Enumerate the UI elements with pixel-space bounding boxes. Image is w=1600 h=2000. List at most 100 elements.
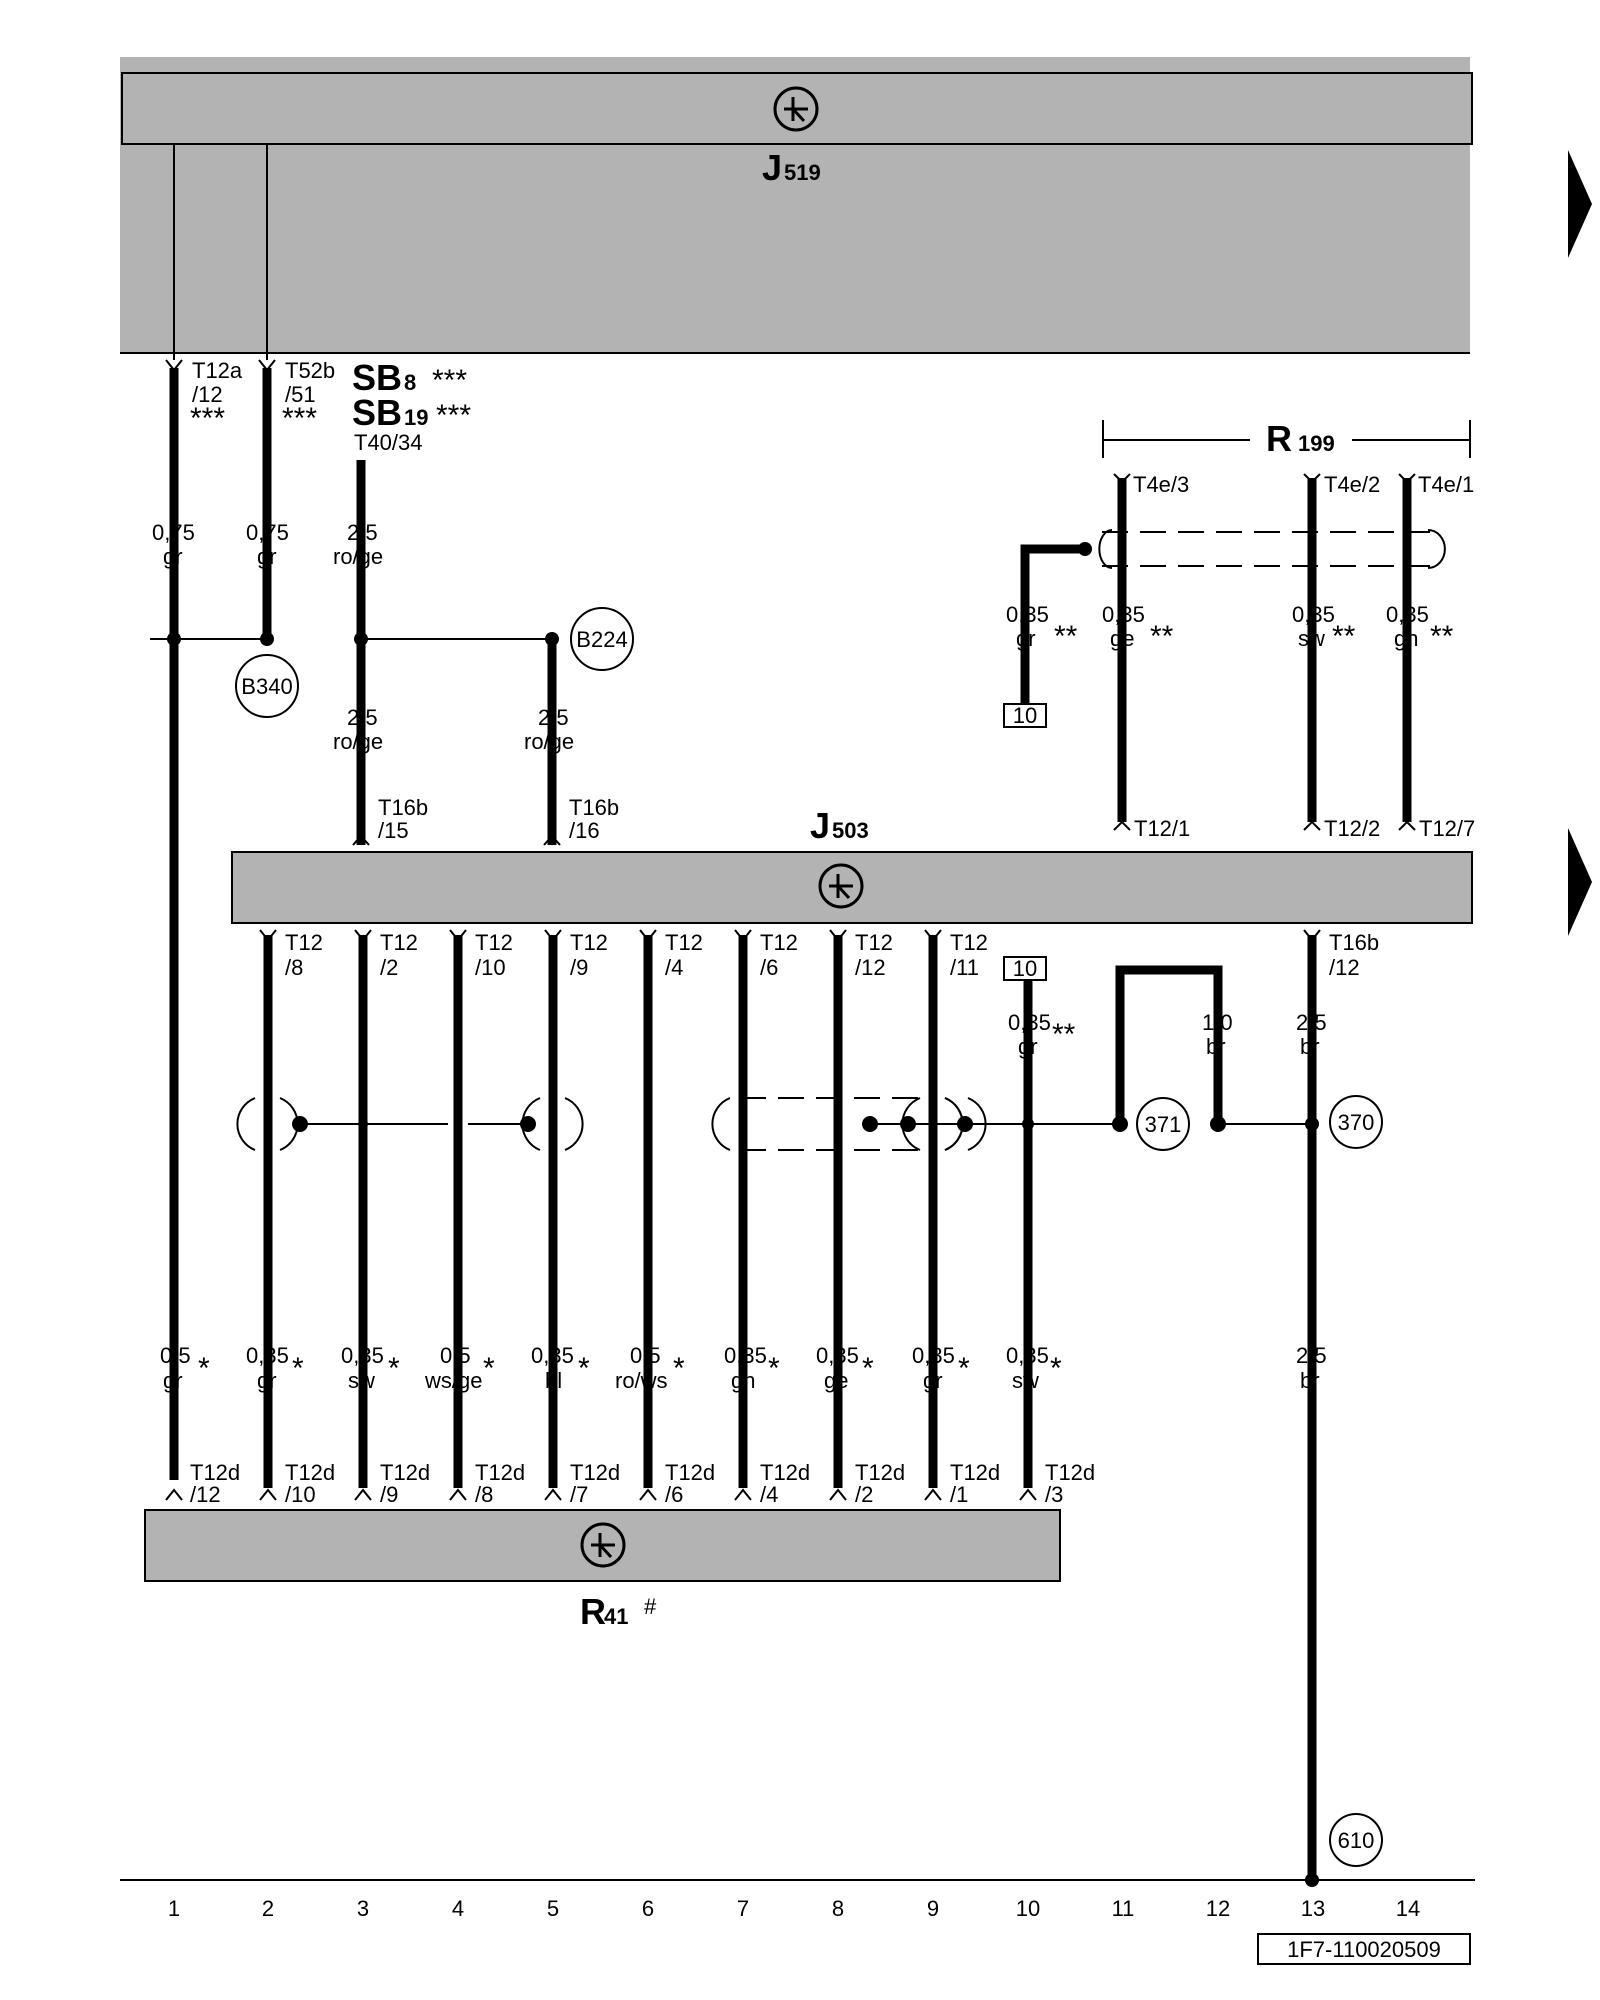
svg-text:T12d: T12d	[950, 1460, 1000, 1485]
node-370: 370	[1329, 1095, 1383, 1149]
svg-text:/12: /12	[190, 1482, 221, 1507]
r41-component: R 41 #	[144, 1509, 1061, 1632]
svg-text:***: ***	[190, 402, 225, 435]
t16b-16-pin: T16b	[569, 795, 619, 820]
svg-text:br: br	[1300, 1034, 1320, 1059]
r41-pins: T12d /12 T12d /10 T12d /9 T12d /8 T12d /…	[190, 1460, 1095, 1507]
svg-text:0,35: 0,35	[341, 1343, 384, 1368]
ref-box-upper: 10	[1003, 703, 1047, 728]
control-unit-symbol-icon	[773, 86, 819, 132]
svg-text:/16: /16	[569, 818, 600, 843]
svg-text:br: br	[1206, 1034, 1226, 1059]
svg-text:T12: T12	[285, 930, 323, 955]
svg-text:/8: /8	[475, 1482, 493, 1507]
svg-text:2,5: 2,5	[347, 520, 378, 545]
svg-text:/2: /2	[855, 1482, 873, 1507]
svg-text:/3: /3	[1045, 1482, 1063, 1507]
svg-text:1: 1	[168, 1896, 180, 1921]
t4e3-pin: T4e/3	[1133, 472, 1189, 497]
svg-text:T12: T12	[570, 930, 608, 955]
node-b224: B224	[570, 607, 634, 671]
j519-sub: 519	[784, 160, 821, 185]
j503-bottom-pins: T12 /8 T12 /2 T12 /10 T12 /9 T12 /4 T12 …	[285, 930, 1379, 980]
svg-text:SB: SB	[352, 357, 402, 398]
node-371: 371	[1136, 1097, 1190, 1151]
svg-text:/8: /8	[285, 955, 303, 980]
svg-text:T12d: T12d	[380, 1460, 430, 1485]
svg-text:14: 14	[1396, 1896, 1420, 1921]
svg-text:T12d: T12d	[665, 1460, 715, 1485]
svg-text:0,35: 0,35	[912, 1343, 955, 1368]
svg-text:T12: T12	[950, 930, 988, 955]
svg-text:/12: /12	[855, 955, 886, 980]
svg-text:2,5: 2,5	[538, 705, 569, 730]
svg-text:***: ***	[436, 399, 471, 432]
svg-text:/15: /15	[378, 818, 409, 843]
svg-text:T12d: T12d	[760, 1460, 810, 1485]
svg-text:ge: ge	[1110, 626, 1134, 651]
svg-text:/12: /12	[1329, 955, 1360, 980]
svg-text:gr: gr	[1018, 1034, 1038, 1059]
svg-text:sw: sw	[1012, 1368, 1039, 1393]
t12-7-pin: T12/7	[1419, 816, 1475, 841]
svg-text:/12: /12	[192, 382, 223, 407]
svg-text:0,5: 0,5	[630, 1343, 661, 1368]
svg-text:T12d: T12d	[855, 1460, 905, 1485]
svg-text:0,35: 0,35	[1292, 602, 1335, 627]
svg-text:*: *	[673, 1352, 685, 1385]
svg-text:ro/ge: ro/ge	[333, 729, 383, 754]
t52b-pin: T52b	[285, 358, 335, 383]
svg-text:T12d: T12d	[190, 1460, 240, 1485]
svg-text:8: 8	[404, 370, 416, 395]
svg-text:0,35: 0,35	[531, 1343, 574, 1368]
svg-text:8: 8	[832, 1896, 844, 1921]
svg-text:T12d: T12d	[285, 1460, 335, 1485]
svg-text:7: 7	[737, 1896, 749, 1921]
sb-fuse-labels: SB 8 *** SB 19 *** T40/34	[352, 357, 471, 455]
j503-control-unit: J 503	[231, 805, 1473, 924]
svg-text:sw: sw	[348, 1368, 375, 1393]
column-numbers: 1 2 3 4 5 6 7 8 9 10 11 12 13 14	[168, 1896, 1420, 1921]
svg-text:0,5: 0,5	[160, 1343, 191, 1368]
svg-text:SB: SB	[352, 392, 402, 433]
svg-text:0,35: 0,35	[246, 1343, 289, 1368]
svg-text:ws/ge: ws/ge	[424, 1368, 482, 1393]
svg-text:10: 10	[1013, 703, 1037, 728]
svg-text:0,5: 0,5	[440, 1343, 471, 1368]
j519-label: J	[762, 147, 782, 188]
svg-text:bl: bl	[545, 1368, 562, 1393]
svg-text:ro/ws: ro/ws	[615, 1368, 668, 1393]
svg-text:**: **	[1332, 620, 1356, 653]
svg-text:10: 10	[1013, 956, 1037, 981]
svg-text:199: 199	[1298, 431, 1335, 456]
svg-text:**: **	[1054, 620, 1078, 653]
svg-text:T16b: T16b	[1329, 930, 1379, 955]
svg-text:2,5: 2,5	[347, 705, 378, 730]
control-unit-symbol-icon	[580, 1522, 626, 1568]
svg-text:0,75: 0,75	[246, 520, 289, 545]
svg-text:/51: /51	[285, 382, 316, 407]
svg-text:B340: B340	[241, 674, 292, 699]
svg-text:*: *	[578, 1352, 590, 1385]
ref-box-lower: 10	[1003, 956, 1047, 981]
t12-2-pin: T12/2	[1324, 816, 1380, 841]
node-b340: B340	[235, 654, 299, 718]
svg-text:R: R	[580, 1591, 606, 1632]
r199-shield	[1098, 529, 1446, 569]
svg-text:1,0: 1,0	[1202, 1010, 1233, 1035]
r199-bracket: R 199	[1102, 418, 1471, 459]
svg-text:0,35: 0,35	[1006, 602, 1049, 627]
svg-text:12: 12	[1206, 1896, 1230, 1921]
svg-text:3: 3	[357, 1896, 369, 1921]
svg-text:19: 19	[404, 405, 428, 430]
svg-text:0,35: 0,35	[816, 1343, 859, 1368]
svg-text:T40/34: T40/34	[354, 430, 423, 455]
t16b-15-pin: T16b	[378, 795, 428, 820]
svg-text:gr: gr	[163, 1368, 183, 1393]
svg-text:2: 2	[262, 1896, 274, 1921]
svg-text:*: *	[483, 1352, 495, 1385]
svg-text:T12: T12	[475, 930, 513, 955]
svg-text:/10: /10	[475, 955, 506, 980]
svg-text:610: 610	[1338, 1828, 1375, 1853]
svg-text:10: 10	[1016, 1896, 1040, 1921]
